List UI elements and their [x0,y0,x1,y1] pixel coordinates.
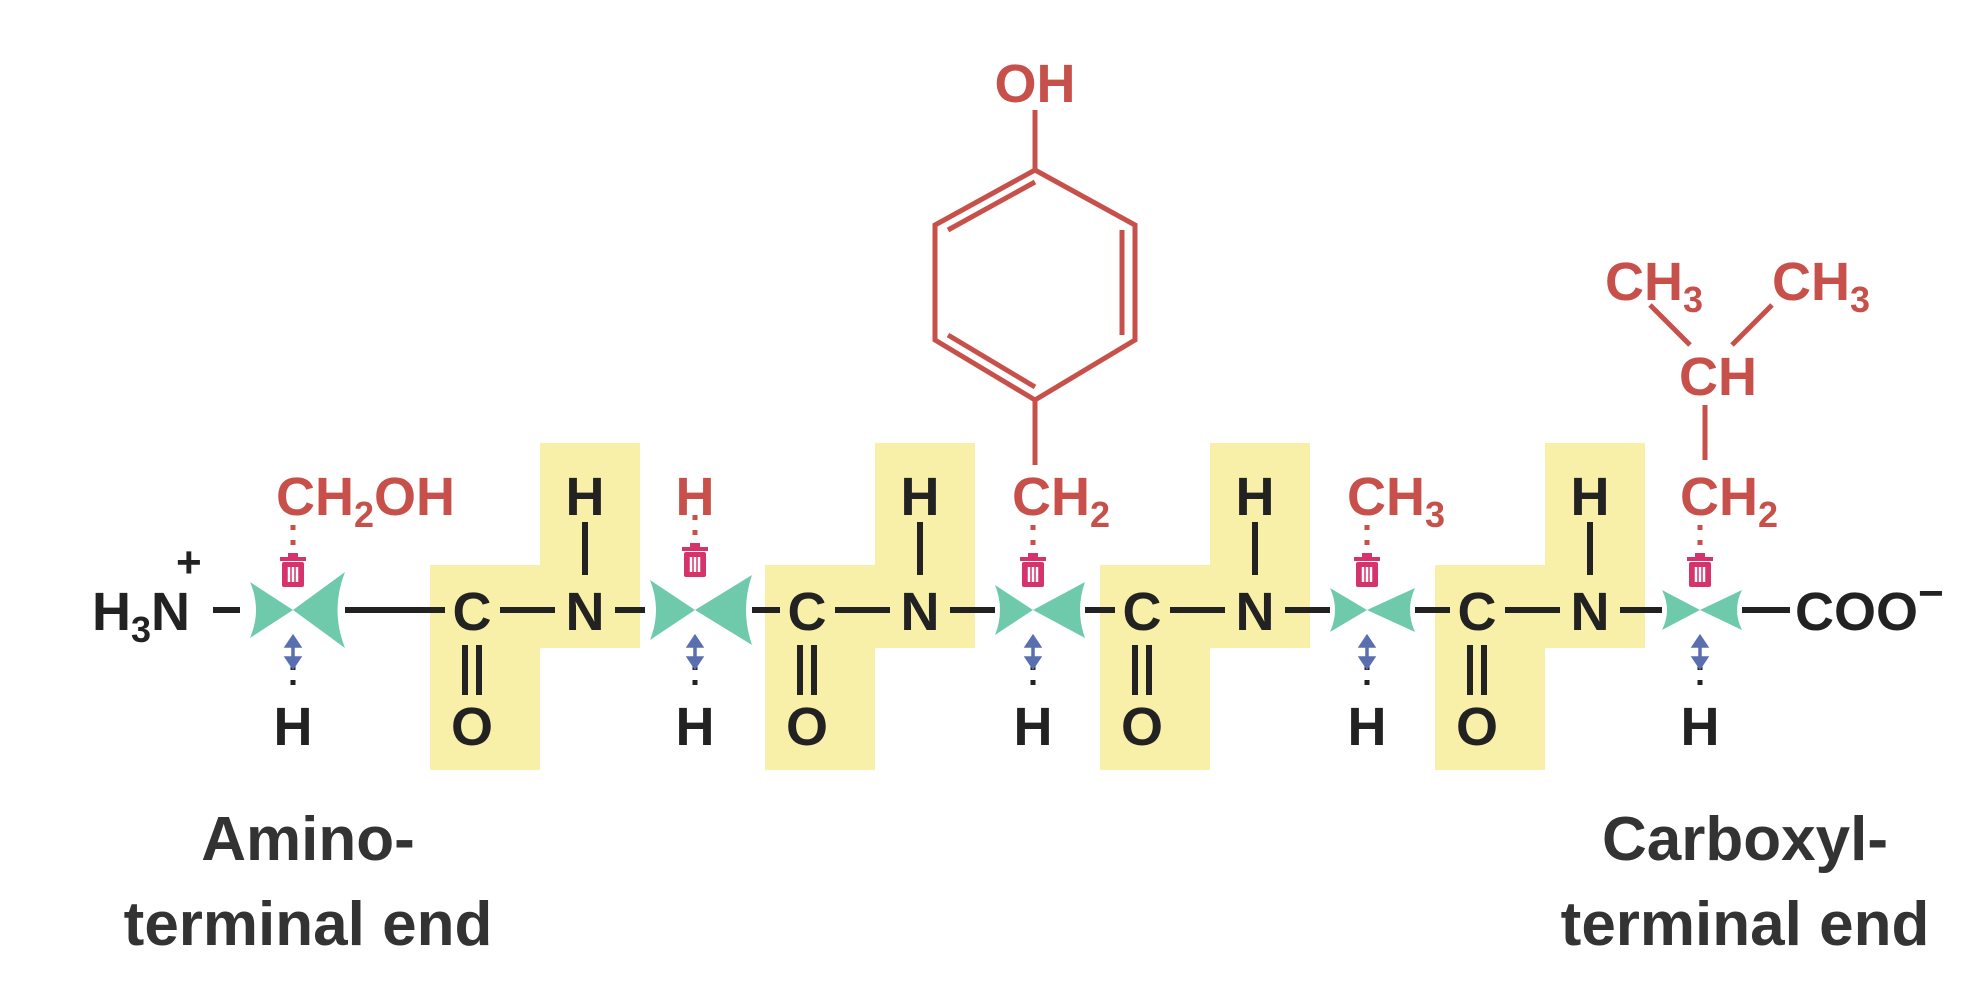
alpha-hydrogen: H [274,697,313,757]
alpha-hydrogen: H [1348,697,1387,757]
trash-icon [280,553,306,587]
ring-hydroxyl: OH [995,54,1076,114]
peptide-nitrogen: N [901,582,940,642]
n-terminus-charge: + [176,538,202,587]
amino-terminal-label-line1: Amino- [201,805,415,874]
side-chain-ch2: CH2 [1012,467,1110,535]
side-chain-residue-2: H [676,467,715,527]
n-terminus-atom: N [151,582,190,642]
trash-icon [1687,553,1713,587]
peptide-oxygen: O [786,697,828,757]
peptide-nitrogen: N [566,582,605,642]
peptide-hydrogen: H [1236,467,1275,527]
rotation-highlight-3 [995,582,1085,638]
alpha-hydrogen: H [676,697,715,757]
side-chain-residue-4: CH3 [1347,467,1445,535]
peptide-oxygen: O [451,697,493,757]
peptide-hydrogen: H [566,467,605,527]
side-chain-residue-1: CH2OH [276,467,455,535]
c-terminus-atoms: COO [1795,582,1918,642]
trash-icon [1354,553,1380,587]
alpha-hydrogen: H [1681,697,1720,757]
rotation-highlight-2 [650,575,752,645]
up-down-arrow-icon [283,633,303,671]
up-down-arrow-icon [685,633,705,671]
peptide-bond-3: C O N H [1121,467,1275,757]
peptide-bond-4: C O N H [1456,467,1610,757]
up-down-arrow-icon [1023,633,1043,671]
peptide-bond-1: C O N H [451,467,605,757]
c-terminus-charge: − [1918,569,1944,618]
amino-terminal-label-line2: terminal end [124,890,493,959]
side-chain-ch2: CH2 [1680,467,1778,535]
n-terminus-prefix: H [92,582,131,642]
peptide-oxygen: O [1121,697,1163,757]
peptide-bond-2: C O N H [786,467,940,757]
peptide-carbon: C [1458,582,1497,642]
up-down-arrow-icon [1690,633,1710,671]
trash-icon [682,543,708,577]
rotation-highlight-5 [1662,590,1742,630]
rotation-highlight-1 [250,572,345,648]
side-chain-residue-5: CH2 CH CH3 CH3 [1605,252,1870,535]
alpha-hydrogen: H [1014,697,1053,757]
carboxyl-terminal-label-line2: terminal end [1561,890,1930,959]
peptide-oxygen: O [1456,697,1498,757]
side-chain-ch: CH [1679,347,1757,407]
side-chain-methyl-left: CH3 [1605,252,1703,320]
n-terminus-subscript: 3 [131,609,151,650]
rotation-highlight-4 [1330,588,1415,632]
peptide-nitrogen: N [1236,582,1275,642]
carbonyl-and-amide-bonds [462,522,1593,695]
carboxyl-terminal-label-line1: Carboxyl- [1602,805,1888,874]
side-chain-residue-3: CH2 OH [932,54,1138,535]
benzene-ring [932,167,1138,403]
peptide-hydrogen: H [1571,467,1610,527]
peptide-hydrogen: H [901,467,940,527]
peptide-carbon: C [788,582,827,642]
peptide-nitrogen: N [1571,582,1610,642]
c-terminus-group: COO− [1795,569,1944,642]
up-down-arrow-icon [1357,633,1377,671]
peptide-carbon: C [1123,582,1162,642]
side-chain-methyl-right: CH3 [1772,252,1870,320]
trash-icon [1020,553,1046,587]
n-terminus-group: H3N [92,582,190,650]
peptide-carbon: C [453,582,492,642]
